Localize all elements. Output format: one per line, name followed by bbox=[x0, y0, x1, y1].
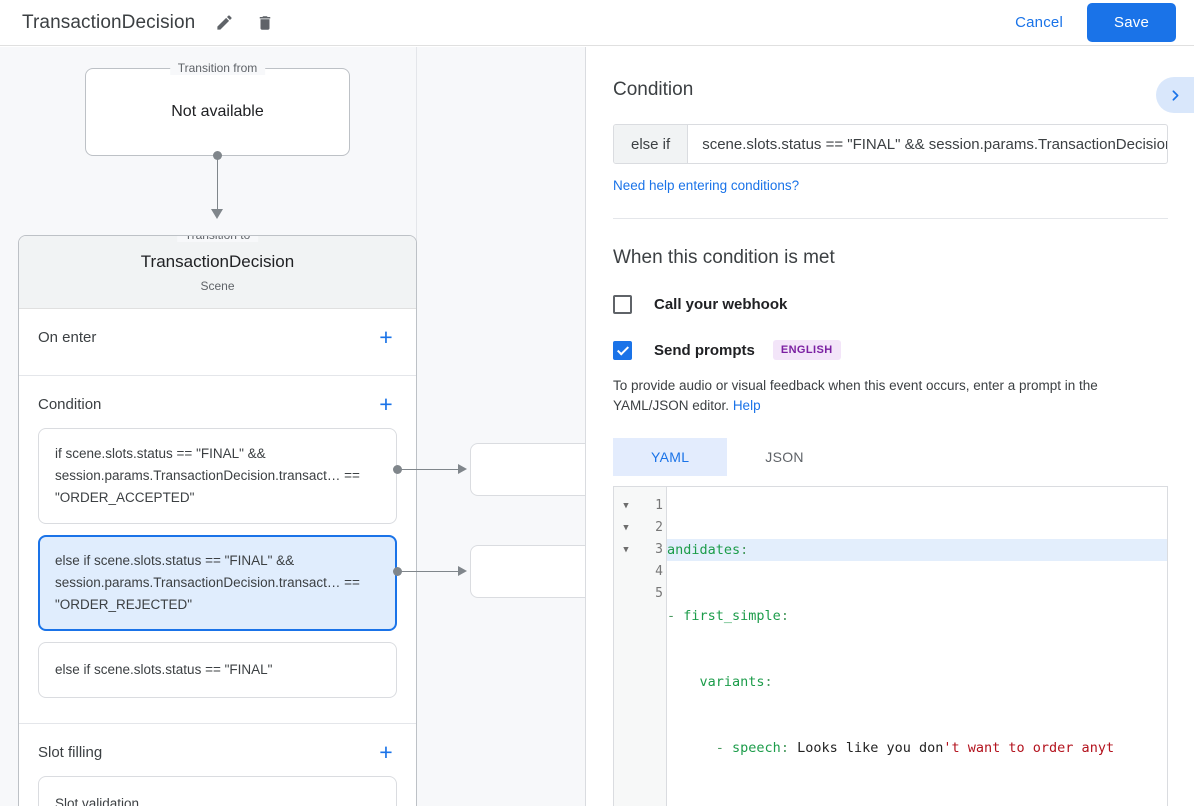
code-line-4: - speech: Looks like you don't want to o… bbox=[667, 740, 1115, 756]
slot-filling-item[interactable]: Slot validation bbox=[38, 776, 397, 806]
section-title-condition: Condition bbox=[38, 395, 102, 413]
condition-help-link[interactable]: Need help entering conditions? bbox=[613, 178, 800, 193]
line-number: 5 bbox=[655, 586, 663, 601]
call-webhook-label: Call your webhook bbox=[654, 296, 788, 313]
connector-arrow-condition-2 bbox=[458, 566, 467, 576]
yaml-editor[interactable]: ▼ ▼ ▼ 1 2 3 4 5 andidates: - first_simpl… bbox=[613, 486, 1168, 806]
section-title-on-enter: On enter bbox=[38, 328, 97, 346]
section-title-slot-filling: Slot filling bbox=[38, 743, 103, 761]
fold-caret-spacer bbox=[614, 583, 638, 605]
editor-code-area[interactable]: andidates: - first_simple: variants: - s… bbox=[667, 487, 1167, 806]
condition-input[interactable]: scene.slots.status == "FINAL" && session… bbox=[702, 135, 1167, 153]
top-bar: TransactionDecision Cancel Save bbox=[0, 0, 1194, 46]
line-number: 2 bbox=[655, 520, 663, 535]
tab-json[interactable]: JSON bbox=[765, 449, 804, 465]
section-header-slot-filling: Slot filling + bbox=[19, 724, 416, 776]
tab-yaml[interactable]: YAML bbox=[613, 438, 728, 476]
connector-line-down bbox=[217, 155, 219, 211]
section-header-condition: Condition + bbox=[19, 376, 416, 428]
add-condition-button[interactable]: + bbox=[379, 391, 393, 417]
send-prompts-label: Send prompts bbox=[654, 341, 755, 359]
scene-card-title: TransactionDecision bbox=[140, 252, 295, 271]
condition-prefix: else if bbox=[614, 125, 689, 163]
transition-from-value: Not available bbox=[171, 103, 264, 120]
send-prompts-row[interactable]: Send prompts ENGLISH bbox=[613, 340, 1168, 360]
when-condition-met-heading: When this condition is met bbox=[613, 247, 835, 268]
prompts-description: To provide audio or visual feedback when… bbox=[613, 376, 1168, 416]
fold-caret-icon[interactable]: ▼ bbox=[623, 523, 629, 533]
condition-heading: Condition bbox=[613, 79, 694, 100]
condition-input-row[interactable]: else if scene.slots.status == "FINAL" &&… bbox=[613, 124, 1168, 164]
fold-caret-icon[interactable]: ▼ bbox=[623, 545, 629, 555]
editor-format-tabs: YAML JSON bbox=[613, 438, 1168, 476]
target-card-2[interactable] bbox=[470, 545, 585, 598]
section-header-on-enter: On enter + bbox=[19, 309, 416, 361]
add-slot-filling-button[interactable]: + bbox=[379, 739, 393, 765]
send-prompts-checkbox[interactable] bbox=[613, 340, 632, 360]
condition-section: Condition else if scene.slots.status == … bbox=[587, 47, 1194, 219]
condition-item[interactable]: else if scene.slots.status == "FINAL" bbox=[38, 642, 397, 698]
call-webhook-checkbox[interactable] bbox=[613, 295, 632, 314]
condition-item-selected[interactable]: else if scene.slots.status == "FINAL" &&… bbox=[38, 535, 397, 631]
editor-fold-gutter[interactable]: ▼ ▼ ▼ bbox=[614, 487, 638, 806]
connector-arrow-down bbox=[211, 209, 223, 219]
code-line-1: andidates: bbox=[667, 539, 1167, 561]
section-on-enter: On enter + bbox=[19, 309, 416, 376]
trash-icon[interactable] bbox=[250, 8, 280, 38]
line-number: 1 bbox=[655, 498, 663, 513]
top-bar-actions: Cancel Save bbox=[1001, 3, 1194, 42]
scene-card-subtitle: Scene bbox=[200, 279, 235, 293]
transition-to-legend: Transition to bbox=[176, 236, 259, 242]
save-button[interactable]: Save bbox=[1087, 3, 1176, 42]
line-number: 3 bbox=[655, 542, 663, 557]
scene-canvas[interactable]: Transition from Not available Transition… bbox=[0, 47, 586, 806]
code-line-3: variants: bbox=[699, 674, 773, 690]
cancel-button[interactable]: Cancel bbox=[1001, 6, 1077, 39]
editor-line-numbers: 1 2 3 4 5 bbox=[638, 487, 667, 806]
details-panel: Condition else if scene.slots.status == … bbox=[587, 47, 1194, 806]
fold-caret-spacer bbox=[614, 561, 638, 583]
prompts-help-link[interactable]: Help bbox=[732, 398, 761, 413]
section-slot-filling: Slot filling + Slot validation bbox=[19, 724, 416, 806]
scene-card-header: TransactionDecision Scene bbox=[19, 236, 416, 309]
webhook-row[interactable]: Call your webhook bbox=[613, 295, 1168, 314]
condition-heading-row: Condition bbox=[613, 47, 1168, 101]
prompts-description-text: To provide audio or visual feedback when… bbox=[613, 378, 1098, 413]
line-number: 4 bbox=[655, 564, 663, 579]
language-badge: ENGLISH bbox=[772, 340, 841, 360]
transition-from-node[interactable]: Transition from Not available bbox=[85, 61, 350, 156]
pencil-icon[interactable] bbox=[209, 8, 239, 38]
chevron-right-icon[interactable] bbox=[1156, 77, 1194, 113]
panel-divider bbox=[613, 218, 1168, 219]
transition-to-scene-card[interactable]: Transition to TransactionDecision Scene … bbox=[18, 235, 417, 806]
page-title: TransactionDecision bbox=[22, 11, 196, 33]
condition-item[interactable]: if scene.slots.status == "FINAL" && sess… bbox=[38, 428, 397, 524]
transition-from-legend: Transition from bbox=[169, 61, 266, 75]
connector-line-condition-2 bbox=[397, 571, 460, 572]
connector-line-condition-1 bbox=[397, 469, 460, 470]
code-line-2: - first_simple: bbox=[667, 608, 789, 624]
connector-arrow-condition-1 bbox=[458, 464, 467, 474]
section-condition: Condition + if scene.slots.status == "FI… bbox=[19, 376, 416, 724]
when-condition-met-section: When this condition is met Call your web… bbox=[587, 219, 1194, 806]
target-card-1[interactable] bbox=[470, 443, 585, 496]
add-on-enter-button[interactable]: + bbox=[379, 324, 393, 350]
fold-caret-icon[interactable]: ▼ bbox=[623, 501, 629, 511]
